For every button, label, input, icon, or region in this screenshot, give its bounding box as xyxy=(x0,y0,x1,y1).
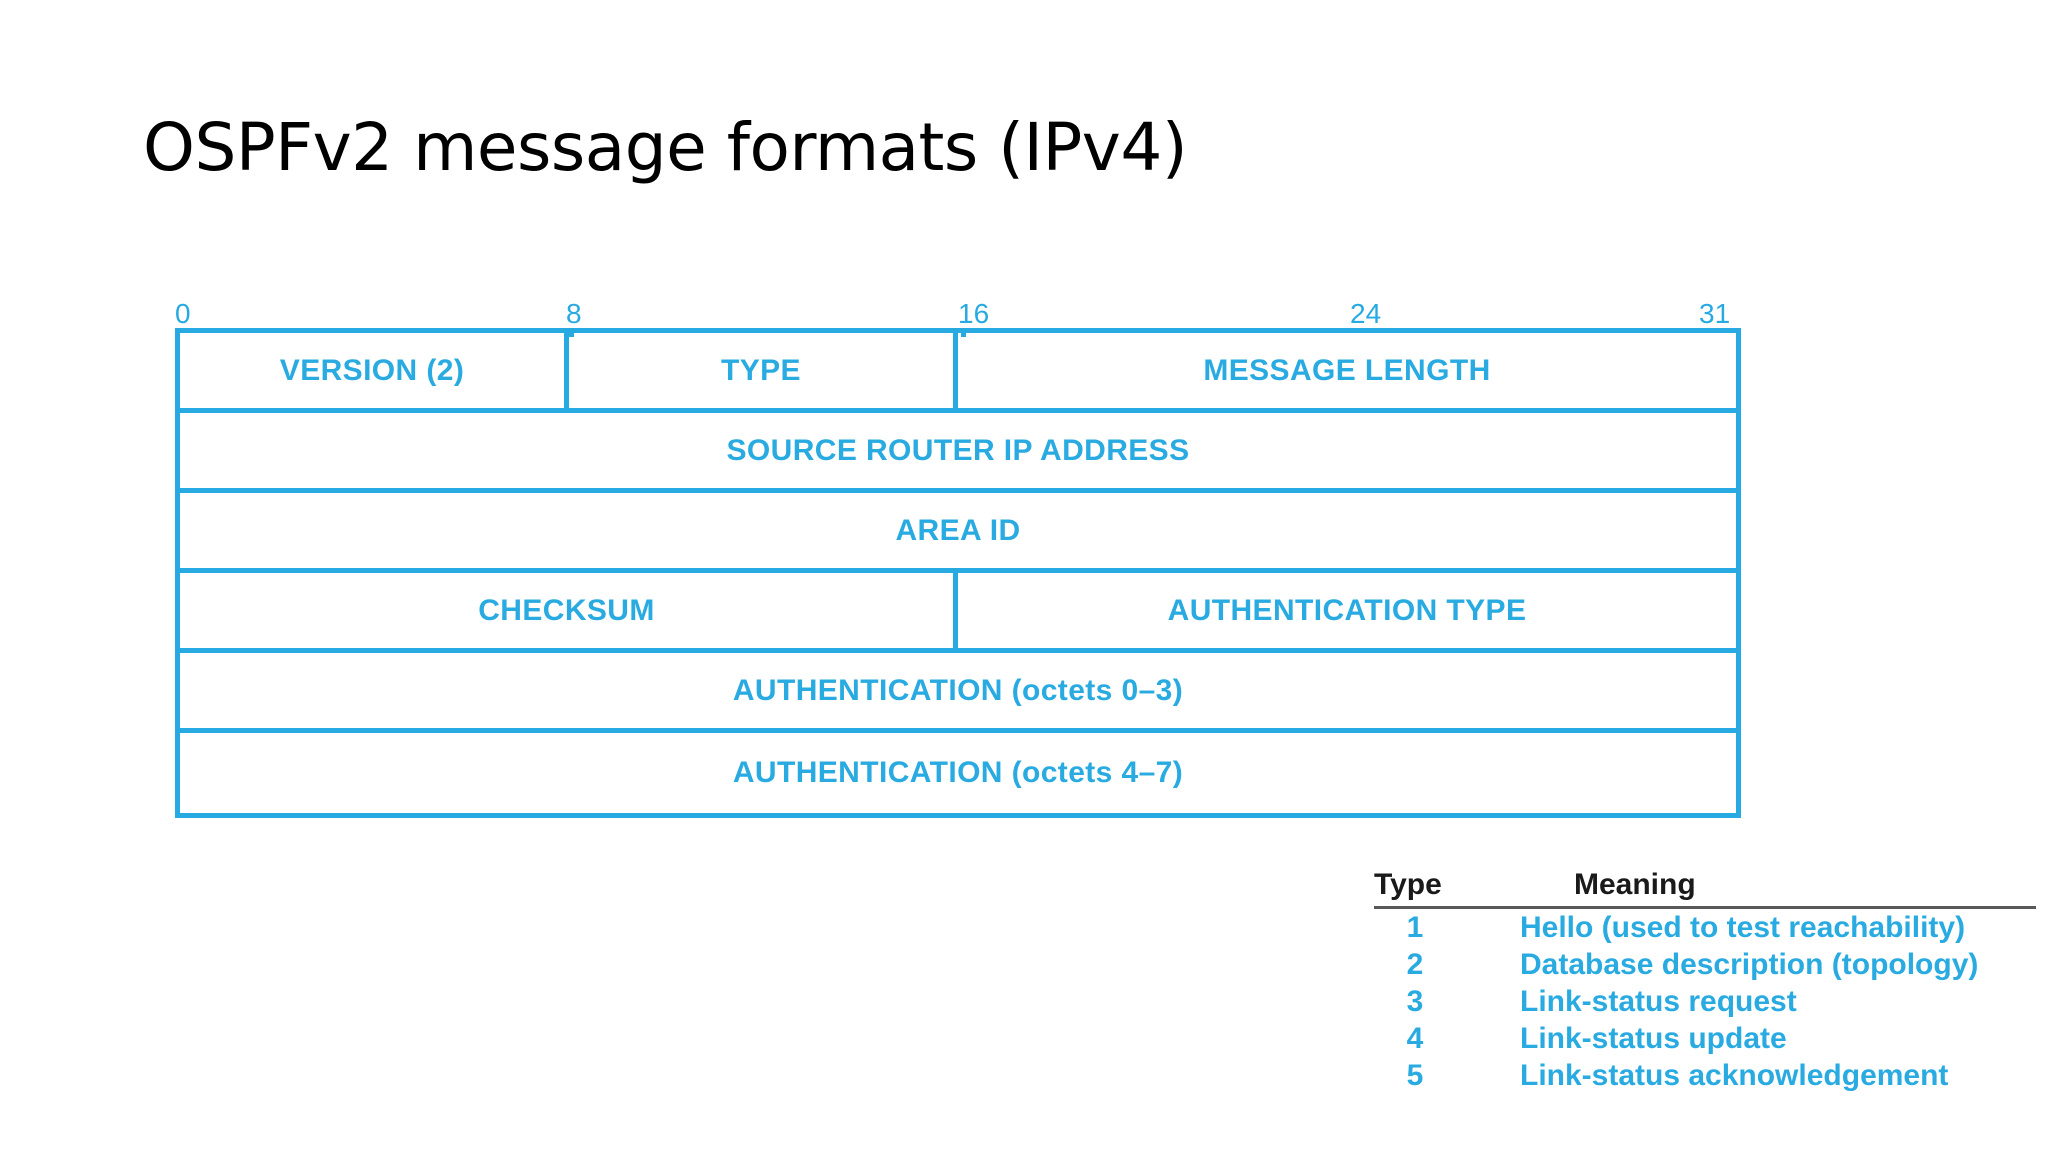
cell-meaning: Link-status request xyxy=(1520,984,1797,1018)
field-source-router-ip-address: SOURCE ROUTER IP ADDRESS xyxy=(726,433,1190,467)
bit-ruler: 0 8 16 24 31 xyxy=(175,286,1741,337)
packet-row: AUTHENTICATION (octets 4–7) xyxy=(180,733,1736,813)
cell-type: 4 xyxy=(1406,1021,1424,1055)
bit-ruler-label-31: 31 xyxy=(1699,298,1731,329)
cell-type: 3 xyxy=(1406,984,1424,1018)
packet-row: AREA ID xyxy=(180,493,1736,573)
table-header-rule xyxy=(1374,906,2036,909)
field-authentication-octets-4-7: AUTHENTICATION (octets 4–7) xyxy=(732,756,1184,789)
packet-grid: VERSION (2) TYPE MESSAGE LENGTH SOURCE R… xyxy=(175,328,1741,818)
packet-row: VERSION (2) TYPE MESSAGE LENGTH xyxy=(180,333,1736,413)
cell-type: 1 xyxy=(1406,910,1424,944)
packet-format-diagram: 0 8 16 24 31 VERSION (2) TYPE MESSAGE LE… xyxy=(175,286,1741,818)
field-type: TYPE xyxy=(569,333,958,408)
table-row: 1 Hello (used to test reachability) xyxy=(1374,909,2036,946)
cell-type: 2 xyxy=(1406,947,1424,981)
field-area-id: AREA ID xyxy=(895,513,1021,547)
cell-type: 5 xyxy=(1406,1058,1424,1092)
field-authentication-type: AUTHENTICATION TYPE xyxy=(1167,593,1527,627)
cell-meaning: Link-status acknowledgement xyxy=(1520,1058,1949,1092)
cell-meaning: Database description (topology) xyxy=(1520,947,1979,981)
cell-meaning: Link-status update xyxy=(1520,1021,1787,1055)
table-row: 4 Link-status update xyxy=(1374,1020,2036,1057)
bit-ruler-label-16: 16 xyxy=(958,298,990,329)
field-version: VERSION (2) xyxy=(180,333,569,408)
field-message-length: MESSAGE LENGTH xyxy=(1203,353,1491,387)
bit-ruler-label-8: 8 xyxy=(566,298,582,329)
bit-ruler-label-24: 24 xyxy=(1350,298,1382,329)
field-authentication-octets-0-3: AUTHENTICATION (octets 0–3) xyxy=(732,673,1184,707)
table-header-row: Type Meaning xyxy=(1374,868,2036,906)
field-checksum: CHECKSUM xyxy=(180,573,958,648)
bit-ruler-tick-8 xyxy=(569,328,574,337)
table-row: 5 Link-status acknowledgement xyxy=(1374,1057,2036,1094)
table-row: 2 Database description (topology) xyxy=(1374,946,2036,983)
bit-ruler-tick-16 xyxy=(961,328,966,337)
message-type-table: Type Meaning 1 Hello (used to test reach… xyxy=(1374,868,2036,1094)
page-title: OSPFv2 message formats (IPv4) xyxy=(143,109,1188,186)
table-row: 3 Link-status request xyxy=(1374,983,2036,1020)
packet-row: CHECKSUM AUTHENTICATION TYPE xyxy=(180,573,1736,653)
cell-meaning: Hello (used to test reachability) xyxy=(1520,910,1966,944)
packet-row: AUTHENTICATION (octets 0–3) xyxy=(180,653,1736,733)
column-header-type: Type xyxy=(1374,868,1442,901)
column-header-meaning: Meaning xyxy=(1574,868,1696,901)
packet-row: SOURCE ROUTER IP ADDRESS xyxy=(180,413,1736,493)
bit-ruler-label-0: 0 xyxy=(175,298,191,329)
